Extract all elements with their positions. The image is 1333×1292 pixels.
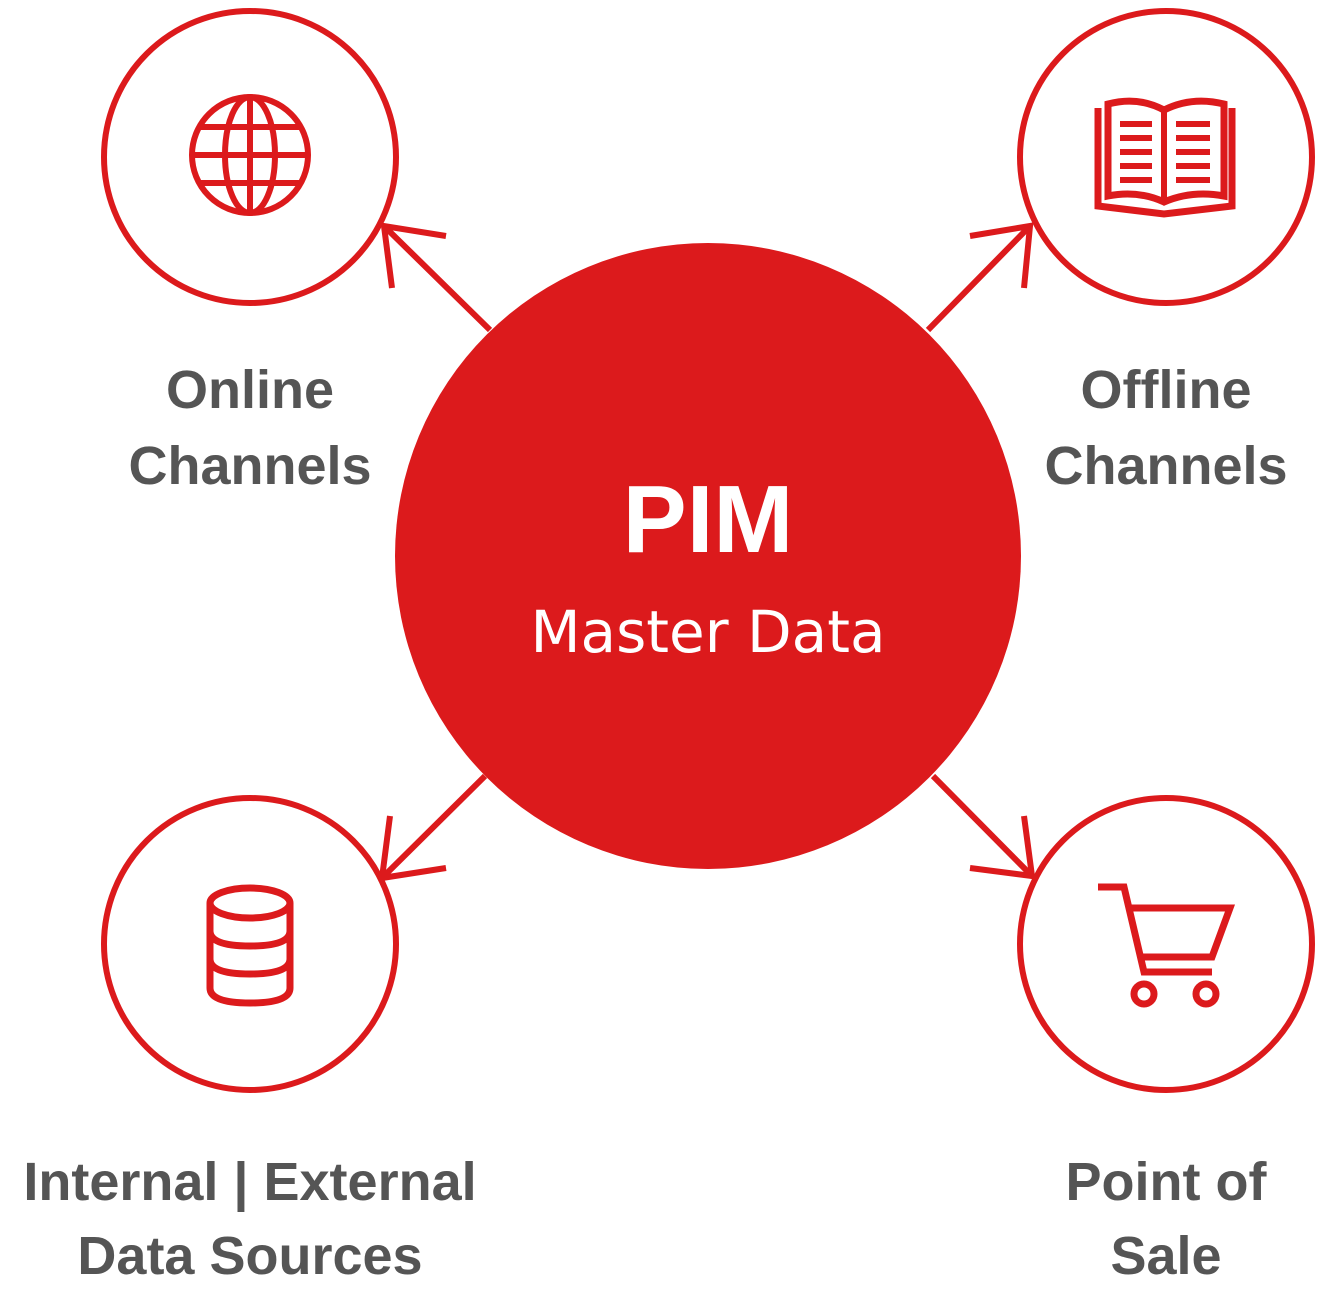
arrow-to-point-of-sale (930, 773, 1036, 880)
online-label-line-1: Online (166, 360, 334, 420)
online-node-circle (101, 8, 399, 306)
arrow-to-data-sources (378, 773, 488, 882)
database-icon (206, 884, 294, 1007)
offline-label-line-1: Offline (1081, 360, 1252, 420)
center-subtitle: Master Data (531, 598, 886, 666)
center-title: PIM (623, 466, 794, 573)
offline-node-circle (1017, 8, 1315, 306)
cart-icon (1098, 883, 1236, 1008)
arrow-to-offline (925, 222, 1034, 333)
online-label-line-2: Channels (128, 436, 371, 496)
point-of-sale-node-circle (1017, 795, 1315, 1093)
point-of-sale-label-line-1: Point of (1066, 1152, 1268, 1212)
point-of-sale-label-line-2: Sale (1110, 1226, 1221, 1286)
pim-core-circle (395, 243, 1021, 869)
arrow-to-online (380, 222, 493, 333)
book-icon (1094, 97, 1236, 218)
data-sources-label-line-1: Internal | External (23, 1152, 476, 1213)
data-sources-node-circle (101, 795, 399, 1093)
globe-icon (189, 94, 311, 216)
data-sources-label-line-2: Data Sources (77, 1226, 422, 1286)
offline-label-line-2: Channels (1044, 436, 1287, 496)
